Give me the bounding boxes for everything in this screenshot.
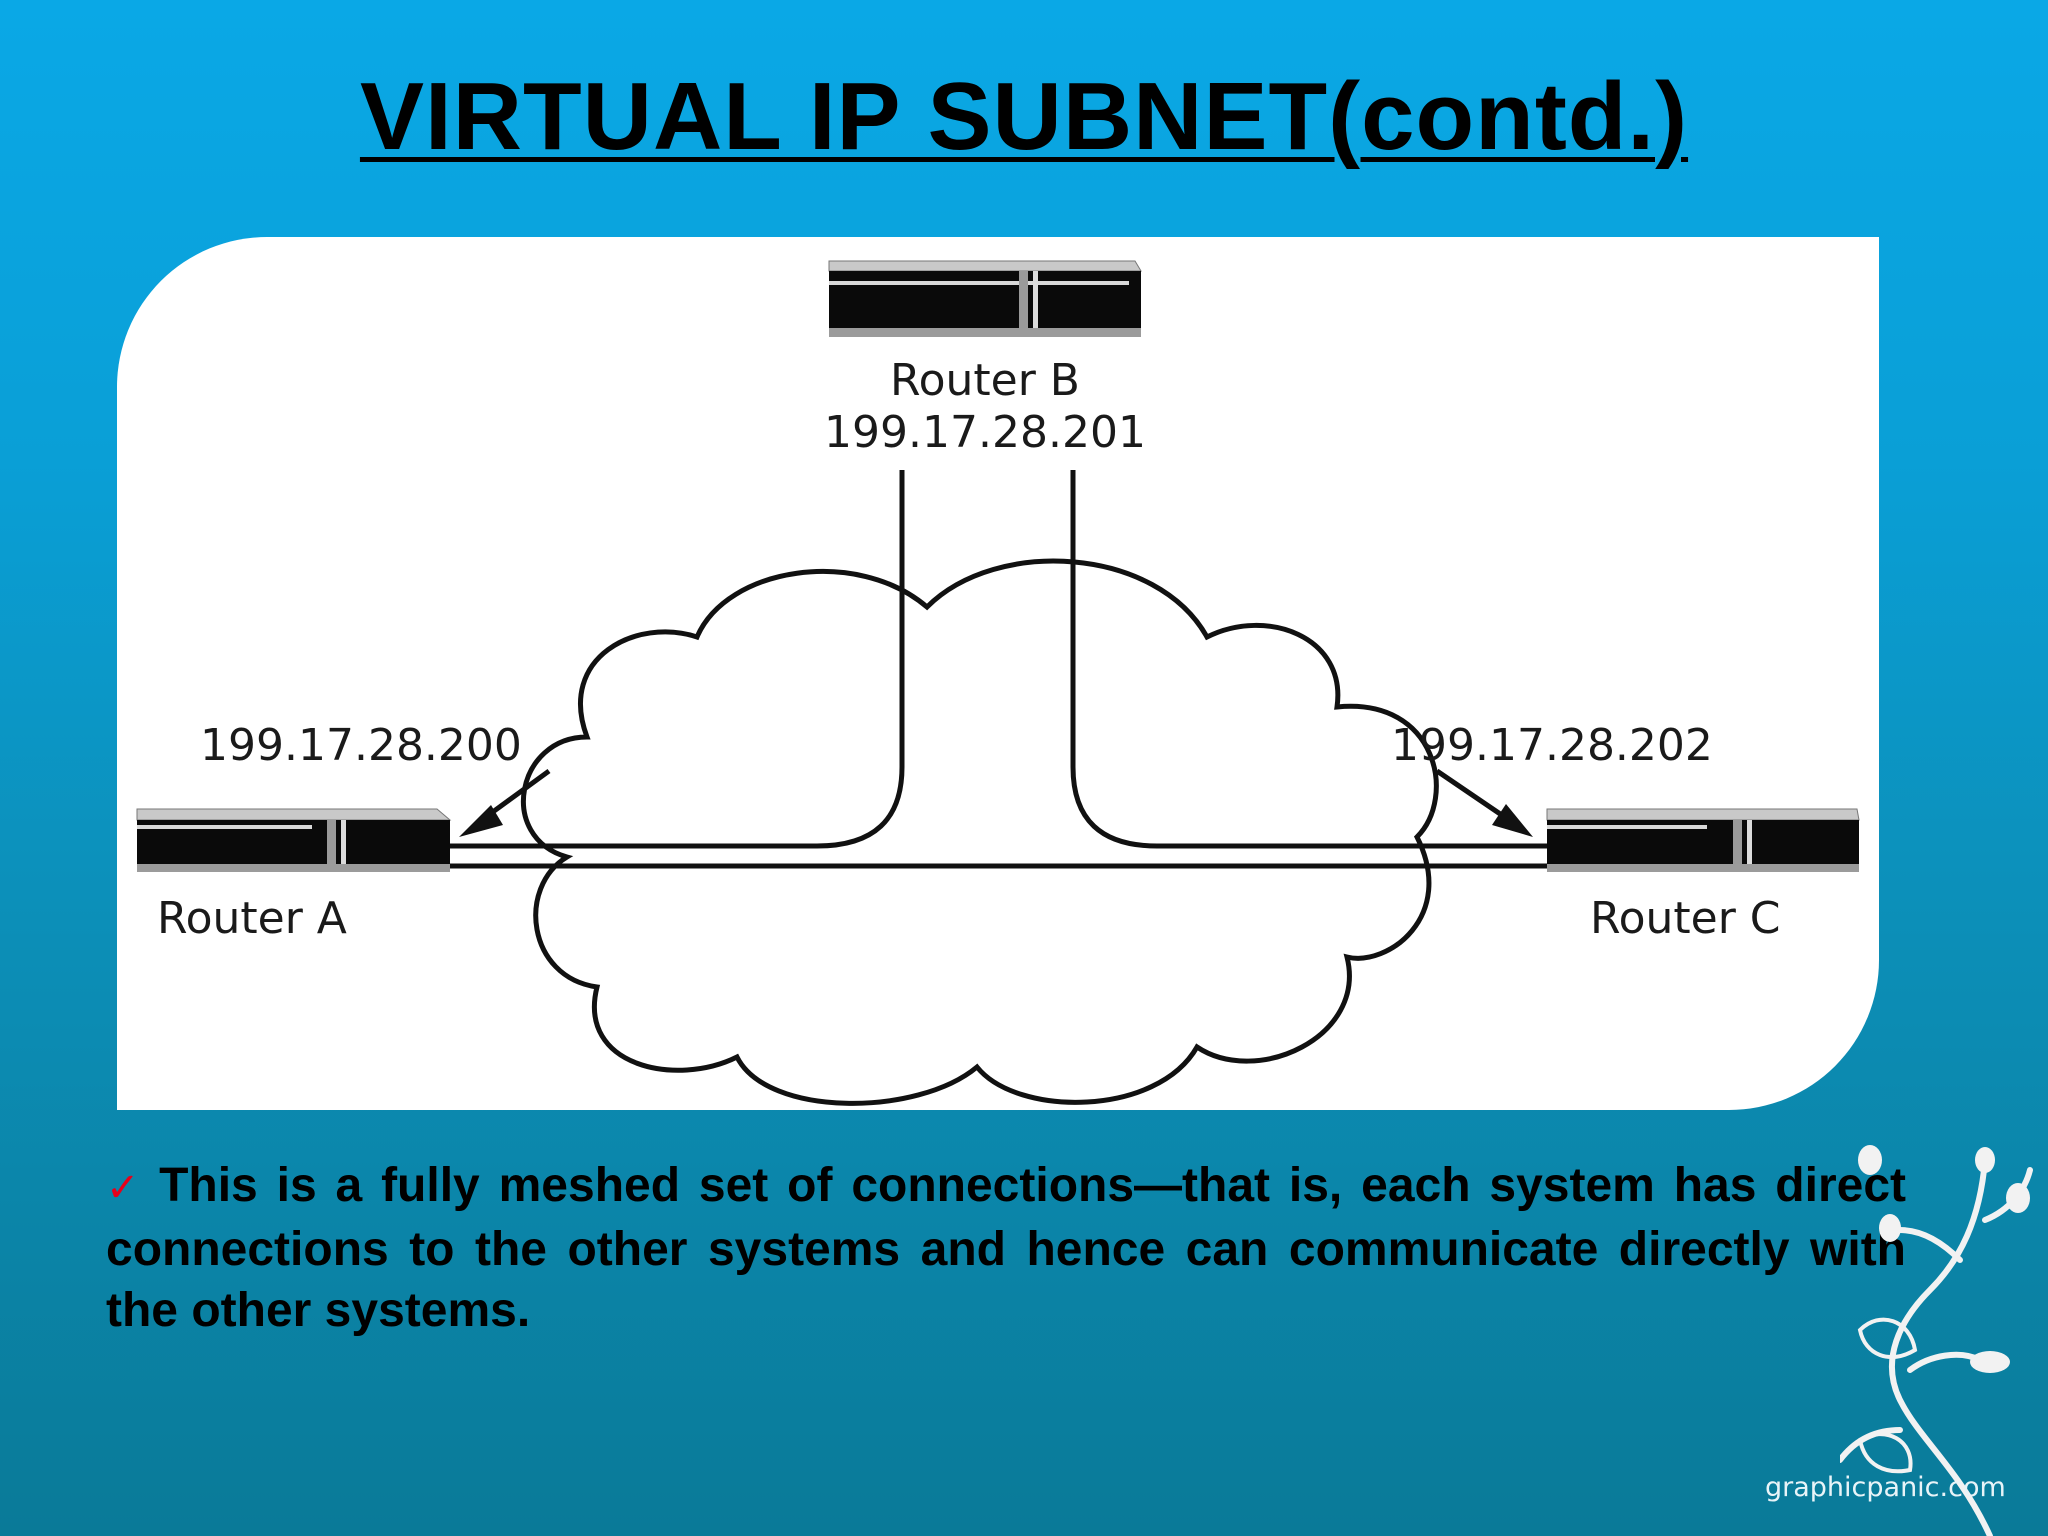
network-diagram-panel: Router B 199.17.28.201 199.17.28.200 Rou… [117,237,1879,1110]
router-a-label: Router A [157,893,347,944]
arrow-to-router-c [1435,768,1533,837]
network-diagram: Router B 199.17.28.201 199.17.28.200 Rou… [136,260,1860,1106]
router-c-device [1546,808,1860,872]
router-a-ip: 199.17.28.200 [200,720,522,771]
link-a-to-b [450,470,905,849]
router-c-label: Router C [1590,893,1781,944]
router-b-label: Router B [890,355,1080,406]
network-cloud [520,558,1439,1106]
router-b-ip: 199.17.28.201 [824,407,1146,458]
slide-title: VIRTUAL IP SUBNET(contd.) [359,63,1689,170]
arrow-to-router-a [459,768,551,837]
check-mark-icon: ✓ [106,1165,146,1211]
bullet-point-text: This is a fully meshed set of connection… [106,1159,1907,1337]
link-b-to-c [1070,470,1547,849]
router-a-device [136,808,452,872]
vine-decoration-icon [1840,1145,2033,1536]
bullet-point: ✓This is a fully meshed set of connectio… [106,1155,1906,1341]
watermark-text: graphicpanic.com [1765,1472,2006,1503]
router-c-ip: 199.17.28.202 [1391,720,1713,771]
router-b-device [828,260,1142,337]
